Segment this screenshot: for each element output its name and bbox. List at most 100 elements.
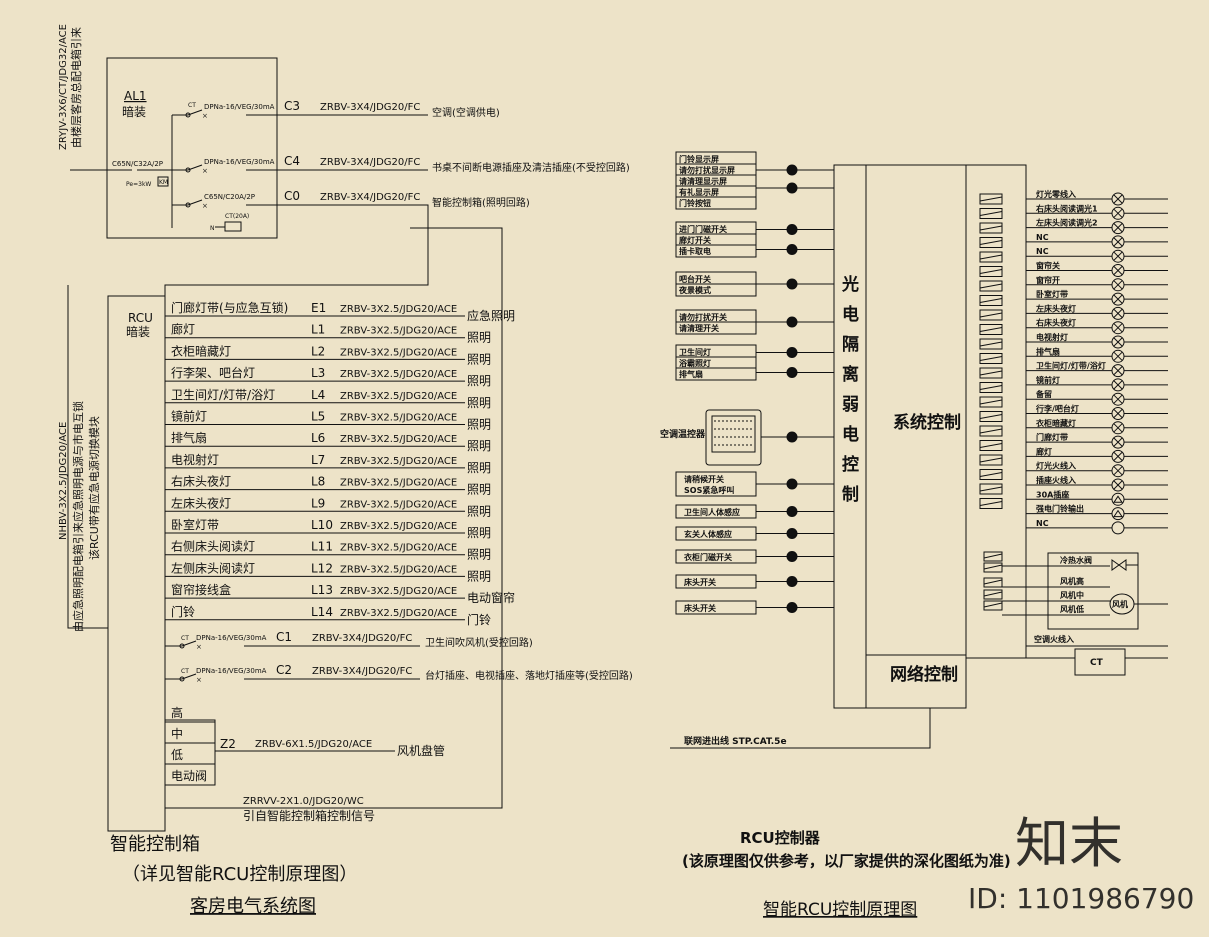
- isolation-char: 控: [842, 454, 859, 475]
- watermark: 知末 ID: 1101986790: [968, 812, 1194, 915]
- lighting-name: 门廊灯带(与应急互锁): [171, 300, 288, 315]
- relay-slot: [979, 266, 1003, 277]
- network-control-label: 网络控制: [890, 664, 958, 685]
- box-note: （详见智能RCU控制原理图）: [122, 864, 357, 885]
- relay-slot: [979, 295, 1003, 306]
- output-label: NC: [1036, 519, 1049, 528]
- input-label: 玄关人体感应: [684, 529, 732, 539]
- system-control-label: 系统控制: [893, 412, 961, 433]
- terminal-dot: [786, 347, 798, 358]
- ct-label: CT: [181, 635, 189, 642]
- circuit-use: 照明: [467, 526, 491, 540]
- input-label: 请勿打扰显示屏: [679, 165, 735, 175]
- input-label: 衣柜门磁开关: [684, 552, 732, 562]
- ct-label: CT: [181, 668, 189, 675]
- circuit-id: L8: [311, 475, 325, 489]
- terminal-dot: [786, 528, 798, 539]
- output-label: 行李/吧台灯: [1035, 404, 1079, 414]
- isolation-char: 电: [842, 304, 859, 325]
- input-label: 床头开关: [684, 577, 716, 587]
- system-box: [865, 164, 967, 709]
- lighting-name: 卫生间灯/灯带/浴灯: [171, 388, 275, 402]
- input-item: 玄关人体感应: [675, 526, 834, 541]
- output-row: 电视射灯: [1026, 332, 1168, 349]
- output-label: 30A插座: [1036, 489, 1069, 499]
- circuit-id: L9: [311, 496, 325, 510]
- circuit-use: 电动窗帘: [467, 590, 515, 605]
- ac-input-label: 空调火线入: [1034, 634, 1074, 644]
- ct-box: [1074, 648, 1126, 676]
- breaker-spec: DPNa-16/VEG/30mA: [196, 634, 267, 642]
- relay-slot: [979, 425, 1003, 437]
- relay-slot: [983, 600, 1003, 611]
- input-label: 门铃按钮: [679, 198, 711, 208]
- relay-slot: [979, 411, 1003, 422]
- relay-slot: [979, 367, 1003, 379]
- cable-spec: ZRBV-3X2.5/JDG20/ACE: [340, 543, 457, 554]
- lighting-name: 镜前灯: [171, 409, 207, 424]
- fan-coil-box: [1047, 552, 1139, 630]
- breaker-x: ×: [202, 202, 208, 210]
- terminal-dot: [786, 182, 798, 194]
- output-row: 右床头夜灯: [1026, 318, 1168, 335]
- fan-speed-label: 高: [171, 705, 183, 720]
- input-label: 门铃显示屏: [679, 154, 719, 164]
- cable-spec: ZRBV-3X4/JDG20/FC: [312, 633, 412, 644]
- fan-desc: 风机盘管: [397, 743, 445, 758]
- km-label: KM: [159, 179, 168, 186]
- output-row: NC: [1026, 233, 1168, 249]
- input-label: 夜景模式: [678, 285, 711, 295]
- breaker-x: ×: [202, 167, 208, 175]
- ct20-box: [224, 221, 242, 232]
- rcu-feed-note: 该RCU带有应急电源切换模块: [87, 416, 101, 560]
- cable-spec: ZRBV-3X2.5/JDG20/ACE: [340, 413, 457, 424]
- cable-spec: ZRBV-3X4/JDG20/FC: [320, 102, 420, 113]
- circuit-use: 照明: [467, 439, 491, 453]
- box-title: 智能控制箱: [110, 834, 200, 855]
- circuit-use: 照明: [467, 374, 491, 388]
- output-row: 插座火线入: [1026, 475, 1168, 492]
- input-label: 卫生间人体感应: [684, 507, 740, 517]
- input-label: 吧台开关: [679, 274, 711, 284]
- relay-slot: [983, 551, 1003, 562]
- relay-slot: [979, 208, 1003, 219]
- circuit-use: 照明: [467, 548, 491, 562]
- cable-spec: ZRBV-3X2.5/JDG20/ACE: [340, 304, 457, 315]
- n-label: N: [210, 225, 215, 232]
- km-box: [157, 176, 169, 187]
- lighting-name: 衣柜暗藏灯: [171, 343, 231, 358]
- feeder-source-label: 由楼层客房总配电箱引来: [69, 27, 83, 148]
- room-electrical-system: ZRYJV-3X6/CT/JDG32/ACE 由楼层客房总配电箱引来 AL1 暗…: [58, 24, 633, 917]
- cable-spec: ZRBV-3X2.5/JDG20/ACE: [340, 564, 457, 575]
- output-row: 行李/吧台灯: [1026, 404, 1168, 420]
- cable-spec: ZRBV-3X2.5/JDG20/ACE: [340, 608, 457, 619]
- cable-spec: ZRBV-3X2.5/JDG20/ACE: [340, 478, 457, 489]
- relay-slot: [979, 309, 1003, 321]
- terminal-dot: [786, 602, 798, 613]
- cable-spec: ZRBV-3X4/JDG20/FC: [312, 666, 412, 677]
- circuit-use: 照明: [467, 396, 491, 410]
- circuit-use: 照明: [467, 418, 491, 432]
- main-breaker-label: C65N/C32A/2P: [112, 160, 163, 168]
- output-row: 30A插座: [1026, 489, 1168, 506]
- socket-icon: [1111, 492, 1125, 506]
- al1-mount: 暗装: [122, 104, 146, 119]
- fan-cable: ZRBV-6X1.5/JDG20/ACE: [255, 739, 372, 750]
- circuit-id: L3: [311, 366, 325, 380]
- input-label: 排气扇: [679, 369, 703, 379]
- output-row: 左床头夜灯: [1026, 303, 1168, 320]
- circuit-id: L14: [311, 605, 333, 619]
- left-caption: 客房电气系统图: [190, 896, 316, 917]
- input-item: 卫生间人体感应: [675, 504, 834, 519]
- right-caption: 智能RCU控制原理图: [763, 900, 917, 920]
- isolation-char: 光: [841, 274, 859, 295]
- output-label: NC: [1036, 233, 1049, 242]
- isolation-char: 弱: [842, 395, 859, 415]
- circuit-desc: 卫生间吹风机(受控回路): [425, 636, 533, 649]
